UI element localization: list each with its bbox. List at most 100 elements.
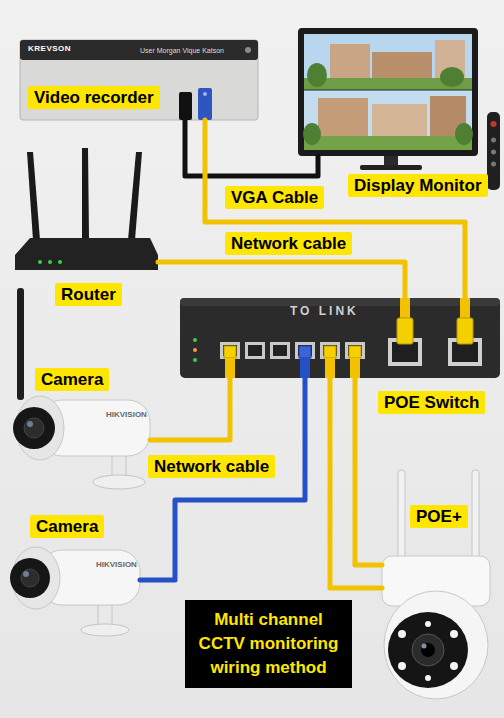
camera-illustration	[93, 475, 145, 489]
cable	[140, 378, 305, 580]
recorder-illustration	[198, 88, 212, 120]
ptz-camera-illustration	[382, 470, 490, 699]
cable-label: Network cable	[225, 232, 352, 255]
brand-text: HIKVISION	[96, 560, 137, 570]
cable-plug	[460, 298, 470, 318]
camera-illustration	[81, 624, 129, 636]
ptz-camera-illustration	[388, 612, 468, 688]
switch-port	[273, 345, 287, 356]
switch-port	[270, 342, 290, 359]
ptz-dome-camera: POE+	[382, 545, 492, 700]
remote-control	[491, 121, 497, 127]
recorder-illustration	[20, 40, 258, 60]
remote-control	[491, 138, 496, 143]
ptz-camera-illustration	[472, 470, 479, 562]
remote-control	[491, 162, 496, 167]
camera-illustration	[10, 547, 140, 636]
monitor-illustration	[360, 165, 422, 170]
device-label: POE Switch	[378, 391, 485, 414]
monitor-illustration	[372, 52, 432, 82]
router-illustration	[15, 148, 158, 270]
recorder-illustration	[203, 92, 207, 96]
camera-illustration	[17, 288, 24, 400]
cable-plug	[224, 298, 473, 378]
device-label: Router	[55, 283, 122, 306]
switch-port	[295, 342, 315, 359]
ptz-camera-illustration	[450, 630, 458, 638]
monitor-illustration	[303, 123, 321, 145]
ptz-camera-illustration	[425, 621, 431, 627]
recorder-illustration	[20, 40, 258, 120]
recorder-illustration	[245, 47, 251, 53]
switch-port	[220, 342, 240, 359]
camera-illustration	[13, 288, 150, 489]
cable-plug	[324, 346, 336, 358]
monitor-illustration	[307, 63, 327, 87]
brand-text: TO LINK	[290, 304, 359, 318]
camera-illustration	[10, 558, 50, 598]
ptz-camera-illustration	[422, 644, 427, 649]
ptz-camera-illustration	[450, 662, 458, 670]
recorder-illustration	[20, 40, 258, 120]
monitor-illustration	[440, 67, 464, 87]
device-label: Camera	[30, 515, 104, 538]
remote-control	[491, 150, 496, 155]
camera-illustration	[27, 421, 33, 427]
cable-label: Network cable	[148, 455, 275, 478]
cable-label: VGA Cable	[225, 186, 324, 209]
switch-port	[245, 342, 265, 359]
monitor-illustration	[304, 90, 472, 150]
switch-illustration	[180, 298, 500, 378]
monitor-illustration	[304, 136, 472, 150]
switch-illustration	[180, 298, 500, 378]
ptz-camera-illustration	[398, 630, 406, 638]
cable-plug	[300, 358, 310, 378]
router-illustration	[82, 148, 89, 238]
switch-port	[392, 342, 418, 362]
poe-switch: POE SwitchTO LINK	[180, 298, 500, 378]
switch-illustration	[193, 338, 197, 342]
switch-port	[248, 345, 262, 356]
video-recorder: Video recorder KREVSON User Morgan Vique K…	[20, 40, 258, 120]
monitor-illustration	[298, 28, 478, 170]
cable-plug	[349, 346, 361, 358]
router-illustration	[48, 260, 52, 264]
cable-plug	[400, 298, 410, 318]
camera-illustration	[21, 569, 39, 587]
monitor-illustration	[330, 44, 370, 82]
cable-plug	[397, 318, 413, 344]
camera-illustration	[23, 571, 29, 577]
remote-control	[487, 112, 500, 190]
device-label: Display Monitor	[348, 174, 488, 197]
ptz-camera-illustration	[398, 470, 405, 562]
router-illustration	[15, 238, 158, 270]
monitor-illustration	[318, 98, 368, 138]
camera-illustration	[13, 407, 55, 449]
switch-port	[345, 342, 365, 359]
bullet-camera: CameraHIKVISION	[8, 396, 150, 470]
ptz-camera-illustration	[384, 591, 488, 699]
camera-illustration	[24, 418, 44, 438]
ptz-camera-illustration	[412, 634, 444, 666]
cable-plug	[325, 358, 335, 378]
monitor-illustration	[304, 34, 472, 90]
device-label: POE+	[410, 505, 468, 528]
monitor-illustration	[304, 90, 472, 91]
router-illustration	[38, 260, 42, 264]
cable-plug	[350, 358, 360, 378]
monitor-illustration	[372, 104, 427, 138]
ptz-camera-illustration	[398, 662, 406, 670]
switch-illustration	[193, 348, 197, 352]
remote-control	[487, 112, 500, 190]
model-text: User Morgan Vique Katson	[140, 46, 224, 55]
cable-plug	[225, 358, 235, 378]
router-illustration	[27, 152, 40, 240]
brand-text: HIKVISION	[106, 410, 147, 420]
caption-box: Multi channel CCTV monitoring wiring met…	[185, 600, 352, 688]
brand-text: KREVSON	[28, 44, 71, 54]
camera-illustration	[98, 603, 112, 627]
device-label: Video recorder	[28, 86, 160, 109]
monitor-illustration	[384, 156, 398, 166]
cable	[158, 262, 405, 298]
